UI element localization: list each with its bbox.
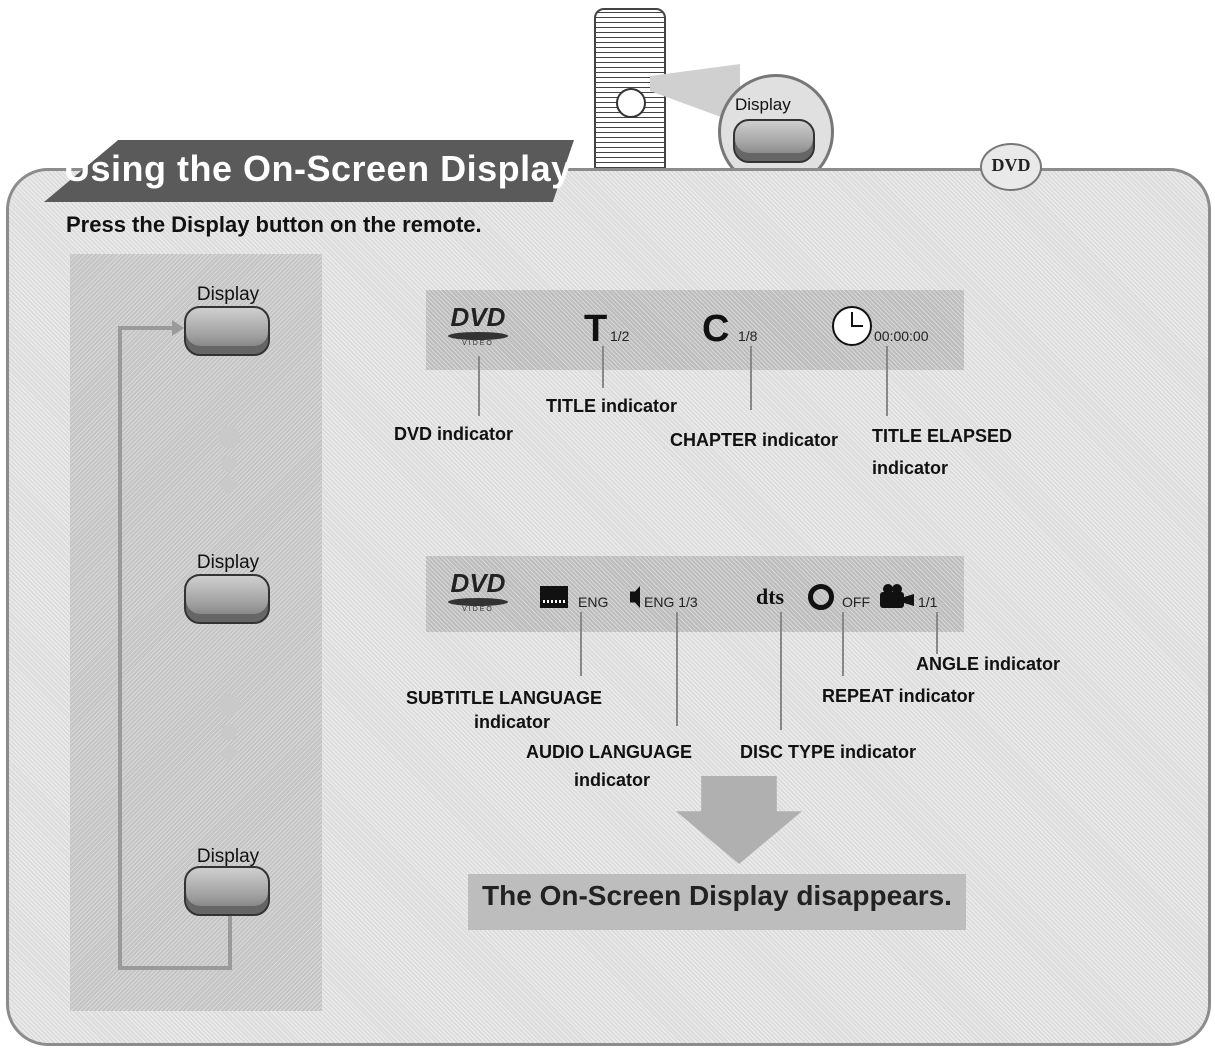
loop-line-left (118, 326, 122, 968)
section-title: Using the On-Screen Display (64, 148, 572, 189)
leader-line (676, 612, 678, 726)
osd2-audio-value: ENG 1/3 (644, 594, 698, 610)
leader-line (750, 346, 752, 410)
leader-line (886, 346, 888, 416)
osd-bar-2 (426, 556, 964, 632)
callout-elapsed-indicator-line2: indicator (872, 458, 949, 478)
osd2-subtitle-value: ENG (578, 594, 609, 610)
loop-arrow-head (172, 320, 184, 336)
osd2-repeat-value: OFF (842, 594, 870, 610)
osd2-disc-type: dts (756, 584, 785, 609)
osd1-dvd-logo: DVD VIDEO (440, 304, 516, 347)
osd-bar-1 (426, 290, 964, 370)
dvd-logo-sub: VIDEO (462, 340, 494, 347)
progress-dot (218, 426, 240, 448)
callout-audio-line1: AUDIO LANGUAGE (526, 742, 692, 762)
subtitle-icon (540, 586, 568, 608)
camera-icon (880, 584, 914, 608)
remote-display-button[interactable] (733, 119, 815, 163)
remote-zoom-label: Display (735, 95, 791, 114)
callout-disc-type: DISC TYPE indicator (740, 742, 917, 762)
dvd-logo-disc (448, 332, 508, 340)
callout-title-indicator: TITLE indicator (546, 396, 678, 416)
section-title-tab (44, 140, 574, 202)
leader-line (936, 612, 938, 654)
display-button-3[interactable] (184, 866, 270, 916)
osd1-title-letter: T (584, 308, 608, 350)
progress-dot (221, 724, 237, 740)
loop-line-bottom (118, 966, 230, 970)
repeat-icon (808, 584, 834, 610)
callout-repeat: REPEAT indicator (822, 686, 975, 706)
display-label-2: Display (196, 552, 260, 573)
loop-line-top (118, 326, 180, 330)
progress-dot (221, 456, 237, 472)
osd2-angle-value: 1/1 (918, 594, 938, 610)
callout-dvd-indicator: DVD indicator (394, 424, 514, 444)
dvd-badge-label: DVD (991, 155, 1031, 175)
final-message-box (468, 874, 966, 930)
dvd-logo-sub: VIDEO (462, 606, 494, 613)
display-button-2[interactable] (184, 574, 270, 624)
dvd-badge: DVD (980, 143, 1042, 191)
leader-line (780, 612, 782, 730)
osd2-dvd-logo: DVD VIDEO (440, 570, 516, 613)
callout-elapsed-indicator-line1: TITLE ELAPSED (872, 426, 1013, 446)
callout-subtitle-line2: indicator (474, 712, 551, 732)
display-label-3: Display (196, 846, 260, 867)
clock-icon (832, 306, 872, 346)
callout-audio-line2: indicator (574, 770, 651, 790)
leader-line (842, 612, 844, 676)
callout-angle: ANGLE indicator (916, 654, 1061, 674)
instruction-text: Press the Display button on the remote. (66, 212, 482, 237)
leader-line (580, 612, 582, 676)
leader-line (478, 356, 480, 416)
dvd-logo-disc (448, 598, 508, 606)
callout-chapter-indicator: CHAPTER indicator (670, 430, 839, 450)
final-message: The On-Screen Display disappears. (482, 880, 952, 911)
dvd-logo-text: DVD (450, 568, 506, 598)
osd1-time-value: 00:00:00 (874, 328, 929, 344)
loop-line-right (228, 914, 232, 970)
display-button-1[interactable] (184, 306, 270, 356)
osd1-chapter-letter: C (702, 308, 730, 350)
speaker-icon (630, 586, 640, 608)
display-label-1: Display (196, 284, 260, 305)
osd1-title-value: 1/2 (610, 328, 630, 344)
progress-dot (218, 694, 240, 716)
leader-line (602, 346, 604, 388)
osd1-chapter-value: 1/8 (738, 328, 758, 344)
dvd-logo-text: DVD (450, 302, 506, 332)
callout-subtitle-line1: SUBTITLE LANGUAGE (406, 688, 602, 708)
